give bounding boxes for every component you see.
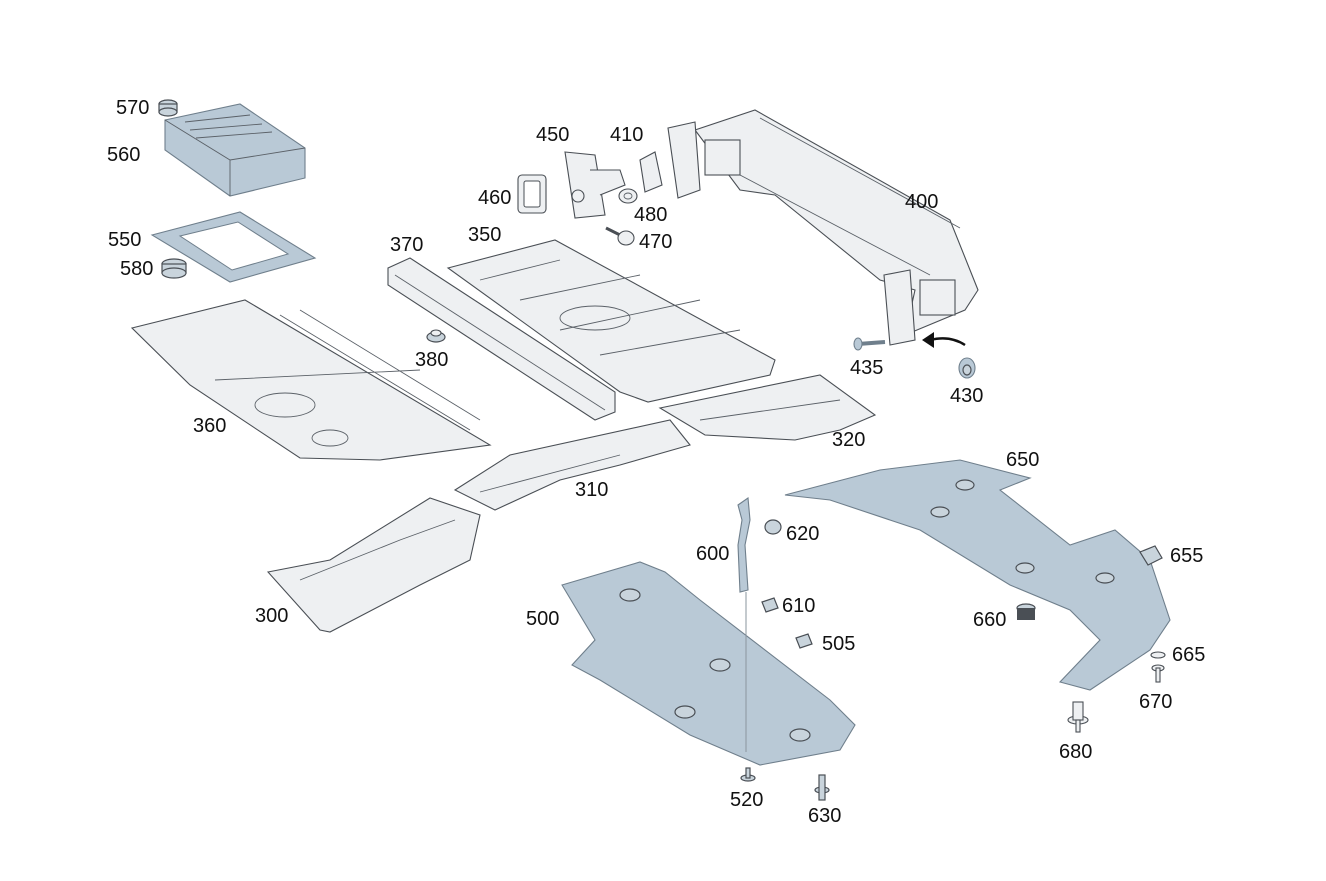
part-320-rear-panel (658, 374, 877, 441)
callout-370: 370 (390, 234, 423, 256)
callout-520: 520 (730, 789, 763, 811)
part-360-floor-pan (130, 299, 492, 461)
part-350-main-floor (446, 239, 776, 403)
part-400-bumper-beam (667, 109, 979, 346)
part-570-buffer (158, 99, 178, 117)
callout-630: 630 (808, 805, 841, 827)
assembly-arrow (922, 332, 966, 348)
callout-610: 610 (782, 595, 815, 617)
part-655-clip (1139, 545, 1163, 566)
part-370-cross-rail (387, 257, 616, 421)
callout-410: 410 (610, 124, 643, 146)
part-500-underbody-shield (561, 561, 856, 766)
callout-380: 380 (415, 349, 448, 371)
callout-470: 470 (639, 231, 672, 253)
callout-655: 655 (1170, 545, 1203, 567)
part-380-grommet (426, 329, 446, 343)
part-580-pad (161, 258, 187, 279)
callout-435: 435 (850, 357, 883, 379)
part-430-nut (958, 357, 976, 379)
part-550-frame (150, 211, 317, 283)
part-300-front-section (266, 497, 481, 633)
part-600-bracket (737, 497, 751, 752)
part-480-nut (618, 188, 638, 204)
part-660-nut (1016, 603, 1036, 620)
part-520-pin (740, 767, 756, 782)
callout-320: 320 (832, 429, 865, 451)
part-460-gasket (517, 174, 547, 214)
callout-650: 650 (1006, 449, 1039, 471)
callout-680: 680 (1059, 741, 1092, 763)
callout-580: 580 (120, 258, 153, 280)
callout-350: 350 (468, 224, 501, 246)
part-610-clip (761, 597, 779, 613)
callout-550: 550 (108, 229, 141, 251)
part-435-bolt (853, 337, 886, 351)
callout-570: 570 (116, 97, 149, 119)
part-665-washer (1150, 651, 1166, 659)
callout-600: 600 (696, 543, 729, 565)
part-310-tunnel (453, 419, 691, 511)
callout-620: 620 (786, 523, 819, 545)
callout-400: 400 (905, 191, 938, 213)
callout-300: 300 (255, 605, 288, 627)
callout-560: 560 (107, 144, 140, 166)
callout-450: 450 (536, 124, 569, 146)
callout-505: 505 (822, 633, 855, 655)
part-630-pin (814, 774, 830, 801)
callout-665: 665 (1172, 644, 1205, 666)
part-505-clip (795, 633, 813, 649)
part-620-nut (764, 519, 782, 535)
part-680-rivet (1067, 701, 1089, 733)
callout-360: 360 (193, 415, 226, 437)
callout-310: 310 (575, 479, 608, 501)
part-450-tow-bracket (564, 151, 626, 219)
part-470-bolt (605, 226, 635, 246)
callout-500: 500 (526, 608, 559, 630)
part-670-screw (1151, 664, 1165, 683)
part-410-cover-plate (639, 151, 663, 193)
part-650-rear-shield (784, 459, 1171, 691)
callout-460: 460 (478, 187, 511, 209)
part-560-bracket (164, 103, 306, 197)
callout-660: 660 (973, 609, 1006, 631)
callout-430: 430 (950, 385, 983, 407)
callout-670: 670 (1139, 691, 1172, 713)
callout-480: 480 (634, 204, 667, 226)
